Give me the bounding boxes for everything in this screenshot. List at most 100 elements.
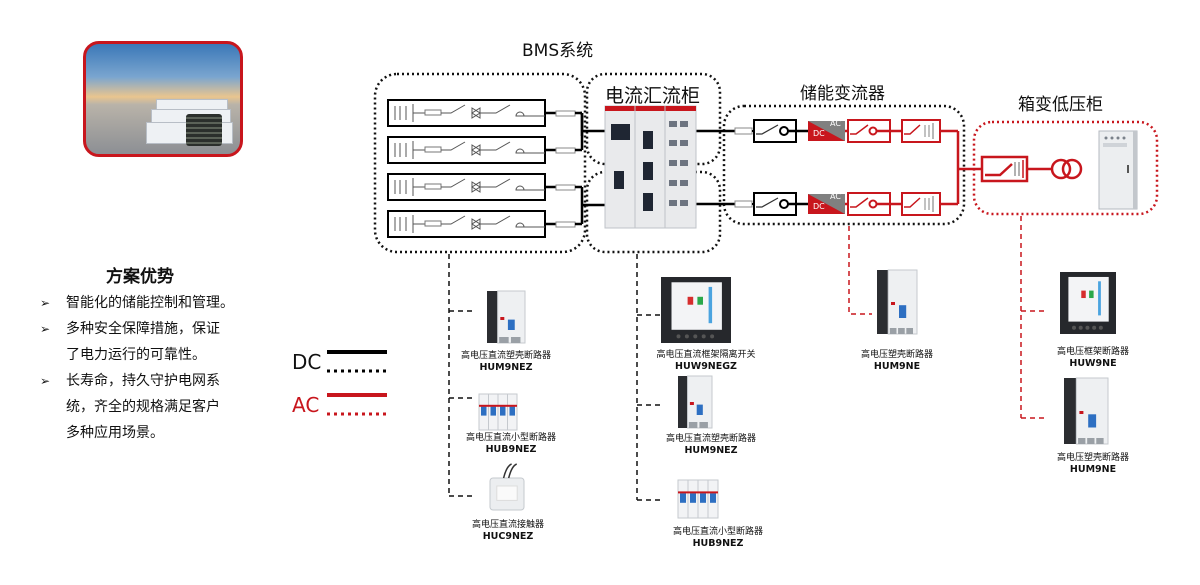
box-breaker-marks	[1014, 160, 1024, 178]
breaker-handle	[899, 305, 907, 318]
fuse-icon	[424, 220, 442, 227]
switch-icon	[441, 104, 466, 114]
pcs-title: 储能变流器	[800, 84, 885, 104]
switch-icon	[756, 124, 779, 135]
advantage-item: ➢ 智能化的储能控制和管理。	[40, 290, 270, 316]
diode-icon	[471, 144, 481, 156]
converter-dc-side	[808, 194, 845, 214]
ac-breaker-box	[901, 192, 941, 216]
breaker-toggle	[500, 406, 506, 416]
pcs-leader-lines	[848, 226, 872, 315]
fuse-icon	[424, 109, 442, 116]
battery-strings	[387, 99, 576, 238]
advantages-title: 方案优势	[106, 267, 174, 287]
battery-string-frame	[387, 136, 546, 164]
battery-string-frame	[387, 210, 546, 238]
fuse-icon	[424, 183, 442, 190]
start-button	[697, 296, 703, 305]
contactor-icon	[868, 199, 878, 209]
battery-string	[387, 210, 576, 238]
contactor-icon	[779, 199, 789, 209]
box-leader-lines	[1020, 216, 1045, 419]
energy-storage-site-photo	[83, 41, 243, 157]
switch-icon	[756, 197, 779, 208]
breaker-handle	[1088, 414, 1097, 428]
combiner-cabinet-image	[604, 105, 697, 229]
legend-ac-label: AC	[292, 393, 320, 417]
air-circuit-breaker-image	[661, 277, 731, 343]
arrow-bullet-icon: ➢	[40, 374, 51, 388]
converter-dc-label-bottom: DC	[813, 202, 825, 211]
diode-icon	[471, 218, 481, 230]
breaker-toggle	[509, 406, 515, 416]
miniature-breaker-image	[478, 393, 518, 431]
advantage-item: ➢ 多种安全保障措施，保证 了电力运行的可靠性。	[40, 316, 270, 368]
converter-ac-label-top: AC	[830, 119, 841, 128]
breaker-toggle	[690, 493, 696, 503]
molded-case-breaker-image	[487, 290, 526, 344]
legend-dc-label: DC	[292, 350, 322, 374]
box-transformer-title: 箱变低压柜	[1018, 95, 1103, 115]
bms-group-border	[373, 72, 587, 254]
contactor-icon	[779, 126, 789, 136]
switch-icon	[441, 215, 466, 225]
arrow-bullet-icon: ➢	[40, 322, 51, 336]
battery-string	[387, 136, 576, 164]
battery-string-frame	[387, 99, 546, 127]
dc-bus-lines	[575, 111, 735, 226]
start-button	[1089, 290, 1094, 299]
combiner-group-border-bottom	[585, 170, 722, 254]
converter-ac-label-bottom: AC	[830, 192, 841, 201]
fuse-icon	[424, 146, 442, 153]
switch-icon	[904, 124, 921, 135]
breaker-handle	[507, 319, 515, 330]
miniature-breaker-image	[677, 479, 719, 519]
breaker-toggle	[481, 406, 487, 416]
wire-icon	[502, 463, 518, 479]
contactor-icon	[515, 111, 525, 117]
breaker-toggle	[680, 493, 686, 503]
fuse-icon	[734, 127, 753, 135]
switch-icon	[441, 141, 466, 151]
battery-string	[387, 99, 576, 127]
diode-icon	[471, 107, 481, 119]
contactor-image	[489, 463, 525, 511]
switch-icon	[480, 104, 511, 114]
battery-pack-image	[186, 114, 222, 146]
molded-case-breaker-image	[678, 375, 713, 429]
fuse-icon	[734, 200, 753, 208]
contactor-icon	[868, 126, 878, 136]
converter-dc-side	[808, 121, 845, 141]
molded-case-breaker-image	[877, 269, 918, 335]
battery-string	[387, 173, 576, 201]
contactor-icon	[515, 222, 525, 228]
combiner-title: 电流汇流柜	[605, 85, 701, 107]
advantage-item: ➢ 长寿命，持久守护电网系 统，齐全的规格满足客户 多种应用场景。	[40, 368, 270, 446]
switch-icon	[480, 178, 511, 188]
bms-leader-lines	[448, 254, 472, 497]
combiner-leader-lines	[636, 254, 660, 501]
ac-breaker-box	[901, 119, 941, 143]
breaker-toggle	[710, 493, 716, 503]
fuse-icon	[555, 147, 576, 154]
advantages-list: ➢ 智能化的储能控制和管理。 ➢ 多种安全保障措施，保证 了电力运行的可靠性。 …	[40, 290, 270, 446]
fuse-icon	[555, 110, 576, 117]
converter-dc-label-top: DC	[813, 129, 825, 138]
diode-icon	[471, 181, 481, 193]
fuse-icon	[555, 184, 576, 191]
air-circuit-breaker-image	[1060, 272, 1116, 334]
arrow-bullet-icon: ➢	[40, 296, 51, 310]
switch-icon	[441, 178, 466, 188]
switch-icon	[850, 124, 869, 135]
breaker-handle	[696, 404, 703, 415]
molded-case-breaker-image	[1064, 377, 1109, 445]
fuse-icon	[555, 221, 576, 228]
low-voltage-cabinet-image	[1098, 130, 1138, 210]
